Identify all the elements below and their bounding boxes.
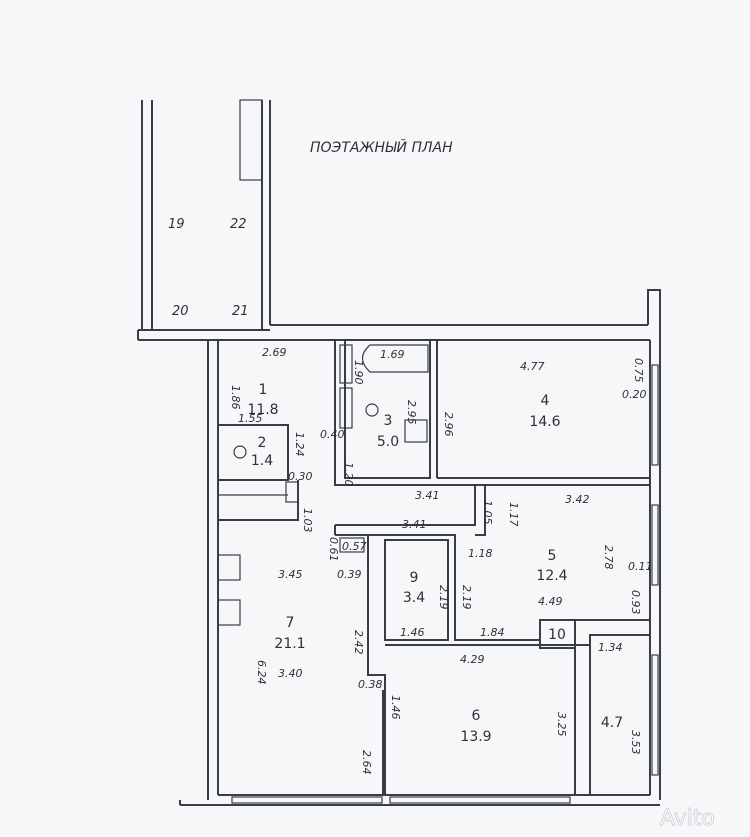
room-area: 14.6 [529,414,560,430]
dimension-label: 1.03 [301,508,314,533]
room-labels: 1 11.8 2 1.4 3 5.0 4 14.6 5 12.4 6 13.9 … [247,382,623,745]
room-area: 11.8 [247,402,278,418]
room-number: 1 [259,382,268,398]
room-area: 4.7 [601,715,623,731]
dimension-label: 1.86 [229,385,242,410]
dimension-label: 6.24 [255,660,268,685]
room-area: 3.4 [403,590,425,606]
dimension-label: 3.53 [629,730,642,755]
dimension-label: 3.40 [278,667,303,680]
dimension-label: 0.57 [342,540,367,553]
room-number: 3 [384,413,393,429]
dimension-label: 1.69 [380,348,405,361]
dimension-label: 3.41 [415,489,440,502]
dimension-label: 2.78 [602,545,615,570]
room-number: 7 [286,615,295,631]
axis-label: 22 [230,217,247,232]
room-number: 10 [548,627,566,643]
room-area: 13.9 [460,729,491,745]
dimension-label: 1.55 [238,412,263,425]
plan-title: ПОЭТАЖНЫЙ ПЛАН [310,138,453,156]
dimension-label: 2.19 [460,585,473,610]
dimension-label: 3.41 [402,518,427,531]
dimension-label: 0.11 [628,560,653,573]
room-area: 1.4 [251,453,273,469]
dimension-label: 0.30 [288,470,313,483]
dimension-label: 1.46 [400,626,425,639]
dimension-label: 4.29 [460,653,485,666]
dimension-label: 2.95 [405,400,418,425]
dimension-label: 1.18 [468,547,493,560]
dimension-label: 2.19 [437,585,450,610]
room-number: 9 [410,570,419,586]
room-area: 21.1 [274,636,305,652]
dimension-label: 4.77 [520,360,545,373]
dimension-label: 1.20 [342,462,355,487]
dimension-label: 0.75 [632,358,645,383]
dimension-label: 0.93 [629,590,642,615]
dimension-label: 1.46 [389,695,402,720]
dimension-label: 1.90 [352,360,365,385]
room-number: 4 [541,393,550,409]
dimension-label: 1.05 [481,500,494,525]
room-area: 12.4 [536,568,567,584]
dimension-label: 1.84 [480,626,505,639]
dimension-labels: 2.69 1.86 1.90 1.55 1.24 0.30 1.03 0.40 1.20 1.69… [229,346,653,775]
axis-label: 20 [172,304,189,319]
dimension-label: 0.40 [320,428,345,441]
dimension-label: 2.69 [262,346,287,359]
dimension-label: 2.42 [352,630,365,655]
dimension-label: 3.25 [555,712,568,737]
dimension-label: 0.39 [337,568,362,581]
watermark: Avito [660,806,715,831]
dimension-label: 3.45 [278,568,303,581]
walls [137,99,661,806]
room-number: 5 [548,548,557,564]
dimension-label: 1.17 [507,502,520,527]
dimension-label: 4.49 [538,595,563,608]
axis-label: 19 [168,217,185,232]
room-area: 5.0 [377,434,399,450]
dimension-label: 2.64 [360,750,373,775]
dimension-label: 3.42 [565,493,590,506]
dimension-label: 0.61 [327,537,340,562]
dimension-label: 2.96 [442,412,455,437]
room-number: 6 [472,708,481,724]
axis-label: 21 [232,304,249,319]
axis-labels: 19 20 21 22 [168,217,249,319]
dimension-label: 0.38 [358,678,383,691]
room-number: 2 [258,435,267,451]
dimension-label: 1.24 [293,432,306,457]
dimension-label: 0.20 [622,388,647,401]
dimension-label: 1.34 [598,641,623,654]
